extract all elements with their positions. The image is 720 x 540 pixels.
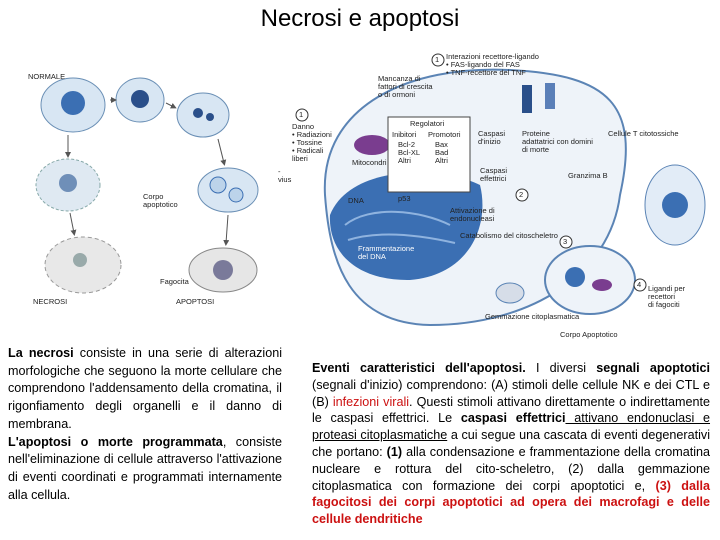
receptor — [545, 83, 555, 109]
apoptosis-nucleus-1 — [131, 90, 149, 108]
diagram-graphics — [28, 55, 288, 325]
step-num-2: 2 — [519, 191, 523, 199]
label-apoptosi: APOPTOSI — [176, 298, 214, 306]
viral-infections-term: infezioni virali — [333, 395, 409, 409]
apoptosi-term: L'apoptosi o morte programmata — [8, 435, 223, 449]
normal-nucleus — [61, 91, 85, 115]
mechanism-graphics — [290, 45, 710, 340]
apoptosis-mechanism-diagram: 1 Interazioni recettore-ligando • FAS-li… — [290, 45, 710, 340]
step-num-4: 4 — [637, 281, 641, 289]
apoptotic-body — [229, 188, 243, 202]
label-p53: p53 — [398, 195, 411, 203]
label-dna: DNA — [348, 197, 364, 205]
label-corpo-apoptotico: Corpo apoptotico — [143, 193, 178, 209]
label-normale: NORMALE — [28, 73, 65, 81]
events-heading: Eventi caratteristici dell'apoptosi. — [312, 361, 526, 375]
label-proteine: Proteine adattatrici con domini di morte — [522, 130, 593, 154]
body-mitochondrion — [592, 279, 612, 291]
necrosis-description: La necrosi consiste in una serie di alte… — [8, 345, 282, 504]
step-num-3: 3 — [563, 238, 567, 246]
label-interazioni: Interazioni recettore-ligando • FAS-liga… — [446, 53, 539, 77]
fragment — [193, 108, 203, 118]
label-inibitori: Inibitori — [392, 131, 416, 139]
label-mitocondri: Mitocondri — [352, 159, 387, 167]
arrow — [226, 215, 228, 243]
page-title: Necrosi e apoptosi — [0, 5, 720, 33]
apoptosis-cell-2 — [177, 93, 229, 137]
label-corpo: Corpo Apoptotico — [560, 331, 618, 339]
arrow — [70, 213, 74, 233]
body-fragment — [565, 267, 585, 287]
phagocyte-nucleus — [213, 260, 233, 280]
label-regolatori: Regolatori — [410, 120, 444, 128]
apoptosis-events-description: Eventi caratteristici dell'apoptosi. I d… — [312, 360, 710, 528]
step-num-1a: 1 — [435, 56, 439, 64]
signals-term: segnali apoptotici — [596, 361, 710, 375]
necrosis-nucleus-1 — [59, 174, 77, 192]
label-caspasi-inizio: Caspasi d'inizio — [478, 130, 505, 146]
apoptotic-body — [545, 246, 635, 314]
step-1-marker: (1) — [387, 445, 402, 459]
necrosis-apoptosis-diagram: NORMALE Corpo apoptotico Fagocita NECROS… — [28, 55, 288, 325]
label-bcl2: Bcl-2 Bcl-XL Altri — [398, 141, 420, 165]
label-mancanza: Mancanza di fattori di crescita o di orm… — [378, 75, 433, 99]
label-necrosi: NECROSI — [33, 298, 67, 306]
label-cellule-t: Cellule T citotossiche — [608, 130, 679, 138]
label-fagocita: Fagocita — [160, 278, 189, 286]
step-num-1b: 1 — [299, 111, 303, 119]
label-caspasi-effettrici: Caspasi effettrici — [480, 167, 507, 183]
arrow — [166, 103, 174, 107]
t-cell-nucleus — [662, 192, 688, 218]
effector-caspases-term: caspasi effettrici — [461, 411, 566, 425]
label-frammentazione: Frammentazione del DNA — [358, 245, 414, 261]
necrosi-term: La necrosi — [8, 346, 74, 360]
receptor — [522, 85, 532, 113]
apoptotic-bodies — [198, 168, 258, 212]
fragment — [206, 113, 214, 121]
label-promotori: Promotori — [428, 131, 461, 139]
bleb — [496, 283, 524, 303]
text-span: I diversi — [526, 361, 596, 375]
label-granzima: Granzima B — [568, 172, 608, 180]
label-bax: Bax Bad Altri — [435, 141, 448, 165]
label-gemmazione: Gemmazione citoplasmatica — [485, 313, 579, 321]
necrosis-nucleus-2 — [73, 253, 87, 267]
mitochondrion — [354, 135, 390, 155]
apoptotic-body — [210, 177, 226, 193]
label-ligandi: Ligandi per recettori di fagociti — [648, 285, 710, 309]
label-danno: Danno • Radiazioni • Tossine • Radicali … — [292, 123, 332, 163]
label-attivazione: Attivazione di endonucleasi — [450, 207, 495, 223]
label-citoscheletro: Catabolismo del citoscheletro — [460, 232, 558, 240]
arrow — [218, 139, 224, 163]
